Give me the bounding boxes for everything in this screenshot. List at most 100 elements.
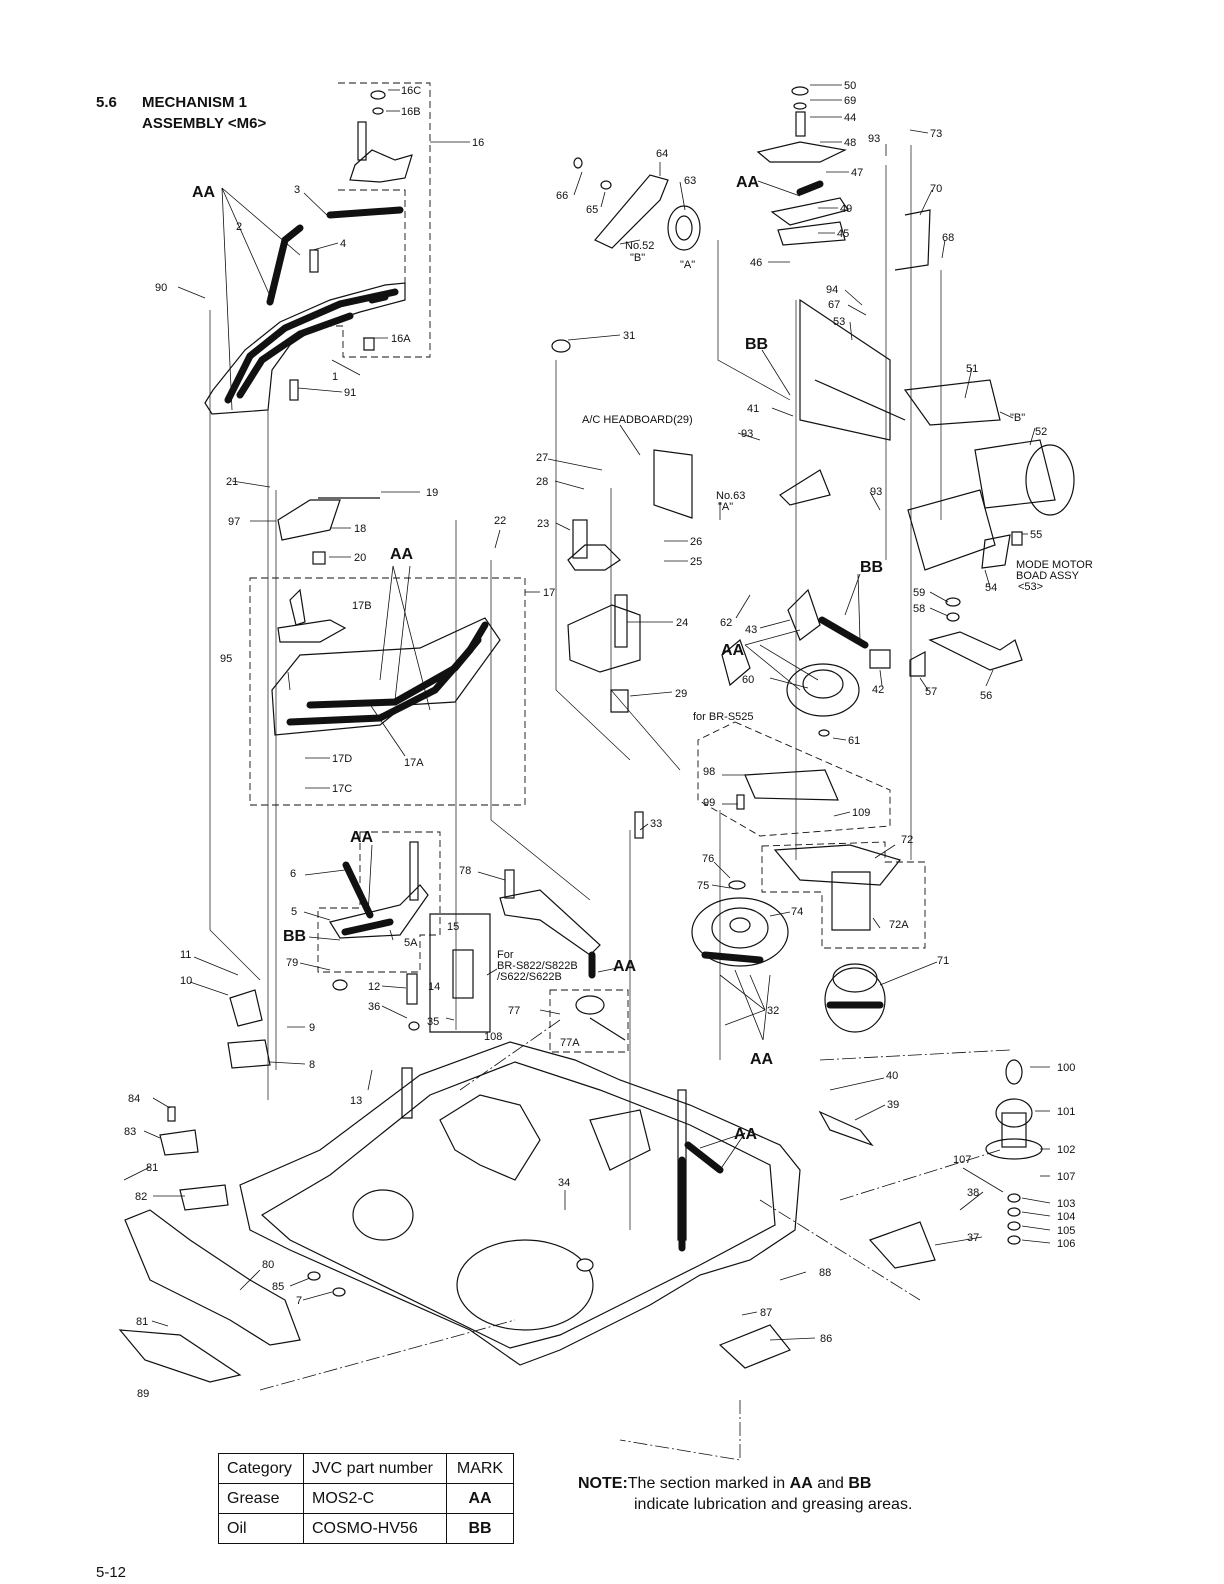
page-number: 5-12 <box>96 1564 127 1581</box>
text-mode-motor-2: BOAD ASSY <box>1016 570 1080 582</box>
mark-aa-32: AA <box>750 1051 774 1068</box>
callout-43: 43 <box>745 624 757 636</box>
text-for-br-s525: for BR-S525 <box>693 711 754 723</box>
callout-48: 48 <box>844 137 856 149</box>
callout-13: 13 <box>350 1095 362 1107</box>
mark-aa-top-left: AA <box>192 184 216 201</box>
callout-94: 94 <box>826 284 838 296</box>
callout-23: 23 <box>537 518 549 530</box>
callout-85: 85 <box>272 1281 284 1293</box>
callout-17A: 17A <box>404 757 424 769</box>
callout-98: 98 <box>703 766 715 778</box>
text-for: For <box>497 949 514 961</box>
callout-34: 34 <box>558 1177 570 1189</box>
table-row: Oil COSMO-HV56 BB <box>218 1513 514 1544</box>
callout-12: 12 <box>368 981 380 993</box>
mark-bb-5: BB <box>283 928 306 945</box>
note-text-2: and <box>812 1475 849 1492</box>
callout-93-right: 93 <box>870 486 882 498</box>
callout-20: 20 <box>354 552 366 564</box>
callout-17B: 17B <box>352 600 372 612</box>
callout-89: 89 <box>137 1388 149 1400</box>
callout-104: 104 <box>1057 1211 1075 1223</box>
lubrication-table: Category JVC part number MARK Grease MOS… <box>218 1453 514 1544</box>
callout-3: 3 <box>294 184 300 196</box>
right-lower-parts <box>718 1059 1043 1369</box>
callout-100: 100 <box>1057 1062 1075 1074</box>
mark-aa-17: AA <box>390 546 414 563</box>
callout-5: 5 <box>291 906 297 918</box>
table-header-row: Category JVC part number MARK <box>218 1453 514 1484</box>
callout-26: 26 <box>690 536 702 548</box>
callout-109: 109 <box>852 807 870 819</box>
callout-6: 6 <box>290 868 296 880</box>
text-b-1: "B" <box>630 252 645 264</box>
callout-9: 9 <box>309 1022 315 1034</box>
callout-50: 50 <box>844 80 856 92</box>
section-title-line1: MECHANISM 1 <box>142 94 248 111</box>
part-1-rail <box>204 206 406 415</box>
callout-31: 31 <box>623 330 635 342</box>
callout-24: 24 <box>676 617 688 629</box>
callout-105: 105 <box>1057 1225 1075 1237</box>
callout-68: 68 <box>942 232 954 244</box>
callout-69: 69 <box>844 95 856 107</box>
callout-7: 7 <box>296 1295 302 1307</box>
callout-106: 106 <box>1057 1238 1075 1250</box>
part-17-assembly <box>249 497 526 806</box>
callout-8: 8 <box>309 1059 315 1071</box>
header-mark: MARK <box>446 1453 514 1484</box>
callout-52: 52 <box>1035 426 1047 438</box>
callout-15: 15 <box>447 921 459 933</box>
lubrication-note: NOTE:The section marked in AA and BB ind… <box>578 1473 912 1515</box>
callout-75: 75 <box>697 880 709 892</box>
section-title-line2: ASSEMBLY <M6> <box>142 115 267 132</box>
callout-83: 83 <box>124 1126 136 1138</box>
callout-19: 19 <box>426 487 438 499</box>
callout-17D: 17D <box>332 753 352 765</box>
callout-93-mid: 93 <box>741 428 753 440</box>
header-category: Category <box>218 1453 304 1484</box>
text-br-models-2: /S622/S622B <box>497 971 562 983</box>
callout-61: 61 <box>848 735 860 747</box>
bottom-left-parts <box>118 1106 346 1383</box>
center-column-parts <box>551 339 693 713</box>
callout-53-top: 53 <box>833 316 845 328</box>
section-number: 5.6 <box>96 94 117 111</box>
callout-57: 57 <box>925 686 937 698</box>
callout-16C: 16C <box>401 85 421 97</box>
assembly-guide-lines <box>209 145 1011 1461</box>
cell-mark: AA <box>446 1483 514 1514</box>
callout-38: 38 <box>967 1187 979 1199</box>
callout-91: 91 <box>344 387 356 399</box>
callout-93-top: 93 <box>868 133 880 145</box>
callout-46: 46 <box>750 257 762 269</box>
note-label: NOTE: <box>578 1475 628 1492</box>
callout-29: 29 <box>675 688 687 700</box>
callout-22: 22 <box>494 515 506 527</box>
callout-95: 95 <box>220 653 232 665</box>
cell-mark: BB <box>446 1513 514 1544</box>
callout-66: 66 <box>556 190 568 202</box>
callout-58: 58 <box>913 603 925 615</box>
mark-bb-41: BB <box>745 336 768 353</box>
callout-2: 2 <box>236 221 242 233</box>
callout-4: 4 <box>340 238 346 250</box>
callout-14: 14 <box>428 981 440 993</box>
callout-36: 36 <box>368 1001 380 1013</box>
callout-53-bracket: <53> <box>1018 581 1043 593</box>
callout-81-top: 81 <box>146 1162 158 1174</box>
part-16-assembly <box>330 82 431 358</box>
note-text-1: The section marked in <box>627 1475 790 1492</box>
callout-60: 60 <box>742 674 754 686</box>
callout-21: 21 <box>226 476 238 488</box>
note-mark-bb: BB <box>848 1475 872 1492</box>
callout-5A: 5A <box>404 937 418 949</box>
callout-16: 16 <box>472 137 484 149</box>
callout-65: 65 <box>586 204 598 216</box>
cell-category: Grease <box>218 1483 304 1514</box>
callout-16B: 16B <box>401 106 421 118</box>
callout-70: 70 <box>930 183 942 195</box>
callout-32: 32 <box>767 1005 779 1017</box>
callout-18: 18 <box>354 523 366 535</box>
